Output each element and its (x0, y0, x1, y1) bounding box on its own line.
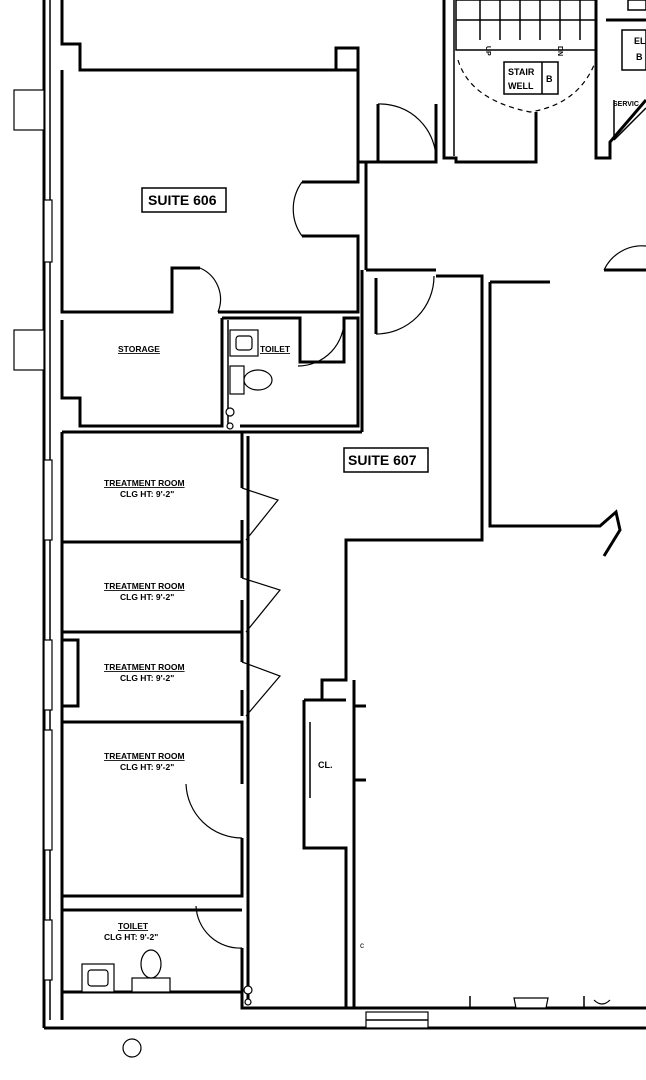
suite-606-label: SUITE 606 (148, 192, 217, 208)
suite-607-label-box (343, 447, 429, 473)
storage-walls (60, 270, 364, 434)
storage-label: STORAGE (118, 344, 160, 354)
lower-toilet-fixtures (81, 949, 253, 1006)
closet-walls (302, 680, 366, 1008)
west-windows (13, 89, 53, 981)
treatment-room-1-label: TREATMENT ROOM (104, 478, 185, 488)
suite-607-label: SUITE 607 (348, 452, 417, 468)
bottom-details: c (122, 941, 646, 1058)
stair-well (455, 0, 646, 160)
suite-606-walls (60, 70, 438, 314)
treatment-room-2-clg: CLG HT: 9'-2" (120, 592, 174, 602)
treatment-room-2-label: TREATMENT ROOM (104, 581, 185, 591)
treatment-room-4-label: TREATMENT ROOM (104, 751, 185, 761)
treatment-room-doors (185, 487, 282, 949)
suite-606-label-box (141, 187, 227, 213)
svg-text:c: c (360, 941, 364, 950)
treatment-room-walls (60, 430, 354, 1020)
treatment-room-4-clg: CLG HT: 9'-2" (120, 762, 174, 772)
closet-label: CL. (318, 760, 333, 770)
elevator-partial-label: EL (634, 36, 646, 46)
stair-letter: B (546, 74, 553, 84)
toilet-upper-label: TOILET (260, 344, 291, 354)
toilet-lower-clg: CLG HT: 9'-2" (104, 932, 158, 942)
stair-up-label: UP (484, 46, 491, 56)
elevator-partial-letter: B (636, 52, 643, 62)
stair-label-line2: WELL (508, 81, 534, 91)
service-partial-label: SERVIC (613, 101, 639, 108)
stair-down-label: DN (556, 46, 563, 56)
treatment-room-3-clg: CLG HT: 9'-2" (120, 673, 174, 683)
stair-label-line1: STAIR (508, 67, 535, 77)
toilet-lower-label: TOILET (118, 921, 149, 931)
treatment-room-3-label: TREATMENT ROOM (104, 662, 185, 672)
treatment-room-1-clg: CLG HT: 9'-2" (120, 489, 174, 499)
suite-607-walls (304, 245, 646, 702)
top-walls (60, 0, 538, 164)
upper-toilet-fixtures (225, 329, 273, 430)
suite-606-doors (199, 103, 437, 367)
stair-well-label-box (503, 61, 559, 95)
